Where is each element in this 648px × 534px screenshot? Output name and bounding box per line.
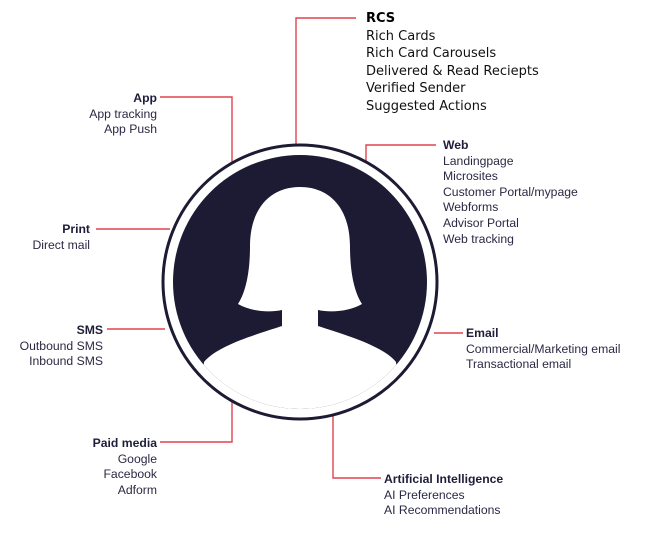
channel-app-item: App Push xyxy=(104,122,157,137)
channel-paid-media-item: Adform xyxy=(117,482,157,497)
channel-sms: SMS Outbound SMS Inbound SMS xyxy=(20,323,103,370)
channel-web-item: Microsites xyxy=(443,169,498,184)
channel-app-item: App tracking xyxy=(89,106,157,121)
channel-rcs: RCS Rich Cards Rich Card Carousels Deliv… xyxy=(366,10,539,116)
channel-print: Print Direct mail xyxy=(32,222,90,253)
channel-ai: Artificial Intelligence AI Preferences A… xyxy=(384,472,503,519)
connector-paid-media xyxy=(160,400,233,443)
channel-email-item: Commercial/Marketing email xyxy=(466,341,621,356)
channel-rcs-item: Rich Card Carousels xyxy=(366,46,497,62)
channel-email-item: Transactional email xyxy=(466,357,572,372)
channel-rcs-item: Rich Cards xyxy=(366,28,436,44)
channel-print-title: Print xyxy=(62,222,90,236)
channel-rcs-item: Suggested Actions xyxy=(366,98,487,114)
channel-rcs-item: Verified Sender xyxy=(366,81,466,97)
connector-app xyxy=(160,96,233,165)
channel-paid-media-item: Google xyxy=(117,451,157,466)
channel-web-item: Webforms xyxy=(443,200,499,215)
channel-ai-item: AI Recommendations xyxy=(384,503,501,518)
channel-sms-item: Inbound SMS xyxy=(29,354,103,369)
channel-paid-media-item: Facebook xyxy=(103,467,157,482)
channel-email-title: Email xyxy=(466,326,499,340)
channel-paid-media: Paid media Google Facebook Adform xyxy=(93,436,157,498)
channel-print-item: Direct mail xyxy=(32,237,90,252)
channel-web-title: Web xyxy=(443,138,469,152)
channel-web-item: Advisor Portal xyxy=(443,215,519,230)
channel-app-title: App xyxy=(133,91,157,105)
channel-rcs-item: Delivered & Read Reciepts xyxy=(366,63,539,79)
connector-ai xyxy=(332,407,381,479)
channel-email: Email Commercial/Marketing email Transac… xyxy=(466,326,620,373)
channel-web-item: Landingpage xyxy=(443,153,514,168)
channel-ai-item: AI Preferences xyxy=(384,487,465,502)
channel-web: Web Landingpage Microsites Customer Port… xyxy=(443,138,578,247)
channel-ai-title: Artificial Intelligence xyxy=(384,472,504,486)
channel-web-item: Customer Portal/mypage xyxy=(443,184,578,199)
channel-sms-title: SMS xyxy=(76,323,103,337)
person-silhouette-icon xyxy=(198,187,402,409)
channel-sms-item: Outbound SMS xyxy=(19,338,103,353)
channel-app: App App tracking App Push xyxy=(89,91,157,138)
channel-rcs-title: RCS xyxy=(366,11,396,26)
person-avatar xyxy=(161,143,439,421)
channel-paid-media-title: Paid media xyxy=(92,436,157,450)
connector-rcs xyxy=(295,17,356,150)
channel-web-item: Web tracking xyxy=(443,231,514,246)
